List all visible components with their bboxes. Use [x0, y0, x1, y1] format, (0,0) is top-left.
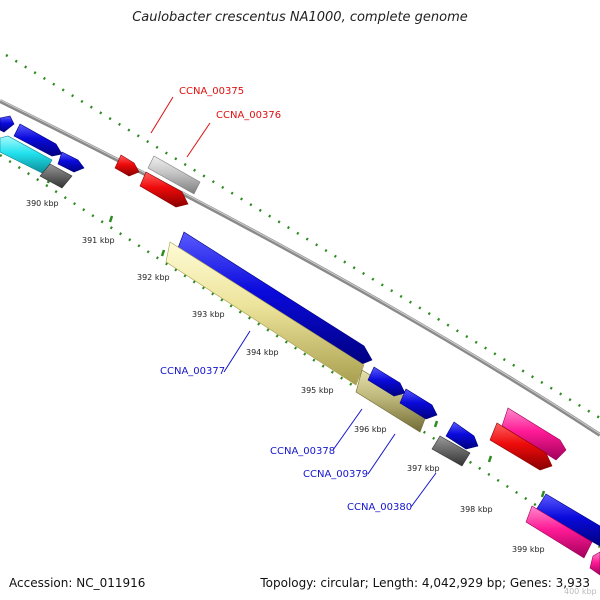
kbp-label: 398 kbp [460, 505, 493, 514]
kbp-label: 394 kbp [246, 348, 279, 357]
gene-feature-blue [445, 421, 479, 450]
gene-feature-red [489, 422, 553, 471]
gene-label-ccna-00378: CCNA_00378 [270, 446, 335, 457]
gene-feature-gray [147, 155, 201, 195]
kbp-label: 396 kbp [354, 425, 387, 434]
gene-feature-magenta [501, 407, 567, 461]
gene-feature-blue [535, 493, 600, 547]
gene-feature-magenta [525, 505, 593, 559]
map-title: Caulobacter crescentus NA1000, complete … [132, 10, 468, 25]
gene-label-ccna-00376: CCNA_00376 [216, 110, 281, 121]
kbp-label: 399 kbp [512, 545, 545, 554]
gene-label-ccna-00375: CCNA_00375 [179, 86, 244, 97]
gene-label-leaders [150, 96, 437, 508]
topology-label: Topology: circular; Length: 4,042,929 bp… [260, 576, 590, 590]
gene-feature-blue [13, 123, 63, 157]
gene-feature-red [139, 171, 189, 208]
gene-features [0, 115, 600, 576]
gene-feature-blue [0, 115, 15, 133]
kbp-label: 393 kbp [192, 310, 225, 319]
kbp-label: 397 kbp [407, 464, 440, 473]
gene-label-ccna-00379: CCNA_00379 [303, 469, 368, 480]
accession-label: Accession: NC_011916 [9, 576, 146, 590]
gene-feature-dark-gray [431, 435, 471, 467]
gene-feature-blue [57, 151, 85, 173]
gene-feature-blue [367, 366, 406, 397]
kbp-label: 400 kbp [564, 587, 597, 596]
gene-feature-dark-gray [39, 163, 73, 189]
genome-backbone-highlight [0, 99, 600, 435]
gene-feature-yellow [165, 241, 365, 386]
genome-backbone [0, 99, 600, 437]
kbp-label: 390 kbp [26, 199, 59, 208]
gene-feature-magenta [589, 551, 600, 576]
kbp-label: 391 kbp [82, 236, 115, 245]
gene-feature-blue [177, 231, 373, 365]
kbp-label: 392 kbp [137, 273, 170, 282]
gene-label-ccna-00377: CCNA_00377 [160, 366, 225, 377]
kbp-label: 395 kbp [301, 386, 334, 395]
gene-label-ccna-00380: CCNA_00380 [347, 502, 412, 513]
gene-feature-red [114, 154, 140, 177]
tick-track-inner [0, 153, 600, 549]
gene-feature-blue [399, 388, 438, 420]
